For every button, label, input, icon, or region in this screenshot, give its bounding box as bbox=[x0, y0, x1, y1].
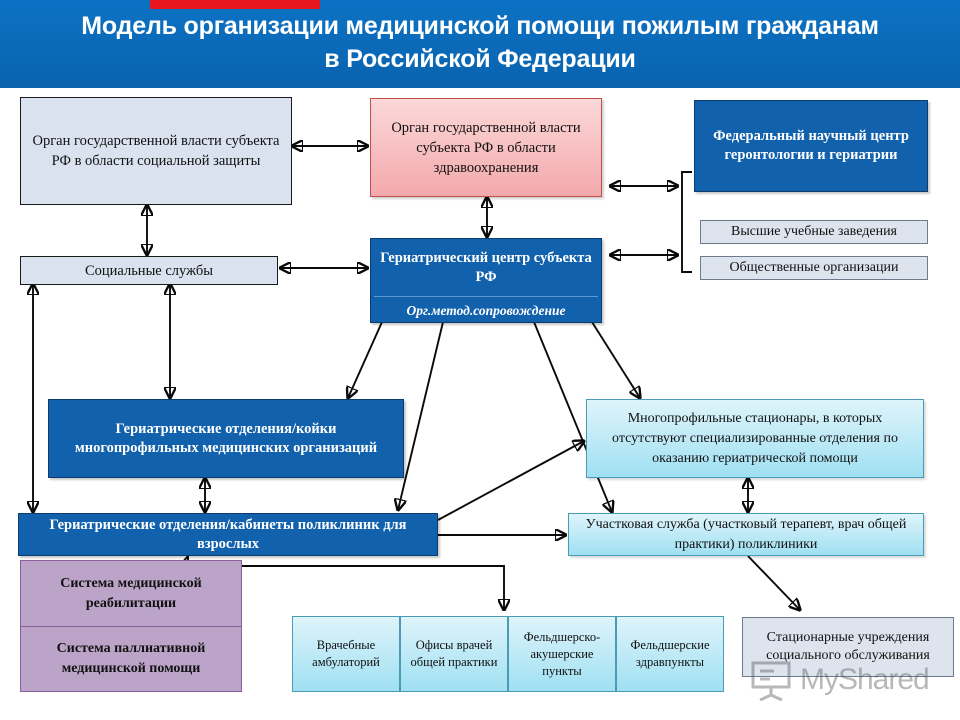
node-rehab-system-label: Система медицинской реабилитации bbox=[60, 575, 202, 611]
node-geriatric-clinics[interactable]: Гериатрические отделения/кабинеты поликл… bbox=[18, 513, 438, 556]
divider bbox=[374, 296, 598, 297]
node-district-service[interactable]: Участковая служба (участковый терапевт, … bbox=[568, 513, 924, 556]
node-palliative-system-label: Система паллиативной медицинской помощи bbox=[56, 641, 206, 676]
support-systems-group: Система медицинской реабилитации Система… bbox=[20, 560, 242, 692]
node-universities[interactable]: Высшие учебные заведения bbox=[700, 220, 928, 244]
node-ngo[interactable]: Общественные организации bbox=[700, 256, 928, 280]
arrow-center-to-clinics bbox=[398, 321, 444, 510]
page-title: Модель организации медицинской помощи по… bbox=[0, 10, 960, 76]
node-geriatric-beds-label: Гериатрические отделения/койки многопроф… bbox=[74, 420, 378, 456]
strip-cell-2[interactable]: Фельдшерско-акушерские пункты bbox=[508, 616, 616, 692]
node-social-inpatient[interactable]: Стационарные учреждения социального обсл… bbox=[742, 617, 954, 677]
node-geriatric-beds[interactable]: Гериатрические отделения/койки многопроф… bbox=[48, 399, 404, 478]
arrow-center-to-district bbox=[533, 321, 612, 512]
bracket-right-group bbox=[681, 171, 692, 273]
node-district-service-label: Участковая служба (участковый терапевт, … bbox=[585, 516, 907, 552]
strip-cell-0[interactable]: Врачебные амбулаторий bbox=[292, 616, 400, 692]
node-geriatric-center-title: Гериатрический центр субъекта РФ bbox=[380, 250, 592, 285]
node-palliative-system[interactable]: Система паллиативной медицинской помощи bbox=[20, 626, 242, 692]
strip-cell-3[interactable]: Фельдшерские здравпункты bbox=[616, 616, 724, 692]
strip-cell-1[interactable]: Офисы врачей общей практики bbox=[400, 616, 508, 692]
arrow-center-to-beds bbox=[348, 321, 383, 398]
page-title-line2: в Российской Федерации bbox=[324, 45, 636, 73]
node-social-inpatient-label: Стационарные учреждения социального обсл… bbox=[766, 630, 930, 663]
node-geriatric-clinics-label: Гериатрические отделения/кабинеты поликл… bbox=[49, 516, 407, 552]
node-social-authority[interactable]: Орган государственной власти субъекта РФ… bbox=[20, 97, 292, 205]
accent-bar bbox=[150, 0, 320, 9]
node-rehab-system[interactable]: Система медицинской реабилитации bbox=[20, 560, 242, 627]
node-geriatric-center-subtitle: Орг.метод.сопровождение bbox=[406, 303, 566, 318]
arrow-district-inpatient bbox=[747, 555, 800, 610]
node-federal-center-label: Федеральный научный центр геронтологии и… bbox=[713, 128, 909, 163]
node-social-services[interactable]: Социальные службы bbox=[20, 256, 278, 285]
node-social-services-label: Социальные службы bbox=[84, 262, 214, 279]
title-banner bbox=[0, 0, 960, 88]
arrow-center-to-hospitals bbox=[591, 321, 640, 398]
node-health-authority-label: Орган государственной власти субъекта РФ… bbox=[391, 119, 581, 176]
node-federal-center[interactable]: Федеральный научный центр геронтологии и… bbox=[694, 100, 928, 192]
node-multi-hospitals-label: Многопрофильные стационары, в которых от… bbox=[612, 410, 898, 466]
primary-care-strip: Врачебные амбулаторий Офисы врачей общей… bbox=[292, 616, 724, 692]
arrow-clinics-hospitals bbox=[437, 441, 584, 521]
node-social-authority-label: Орган государственной власти субъекта РФ… bbox=[32, 133, 280, 169]
node-ngo-label: Общественные организации bbox=[729, 260, 899, 275]
node-geriatric-center[interactable]: Гериатрический центр субъекта РФ Орг.мет… bbox=[370, 238, 602, 323]
node-health-authority[interactable]: Орган государственной власти субъекта РФ… bbox=[370, 98, 602, 197]
page-title-line1: Модель организации медицинской помощи по… bbox=[81, 12, 879, 40]
node-multi-hospitals[interactable]: Многопрофильные стационары, в которых от… bbox=[586, 399, 924, 478]
node-universities-label: Высшие учебные заведения bbox=[731, 224, 897, 239]
